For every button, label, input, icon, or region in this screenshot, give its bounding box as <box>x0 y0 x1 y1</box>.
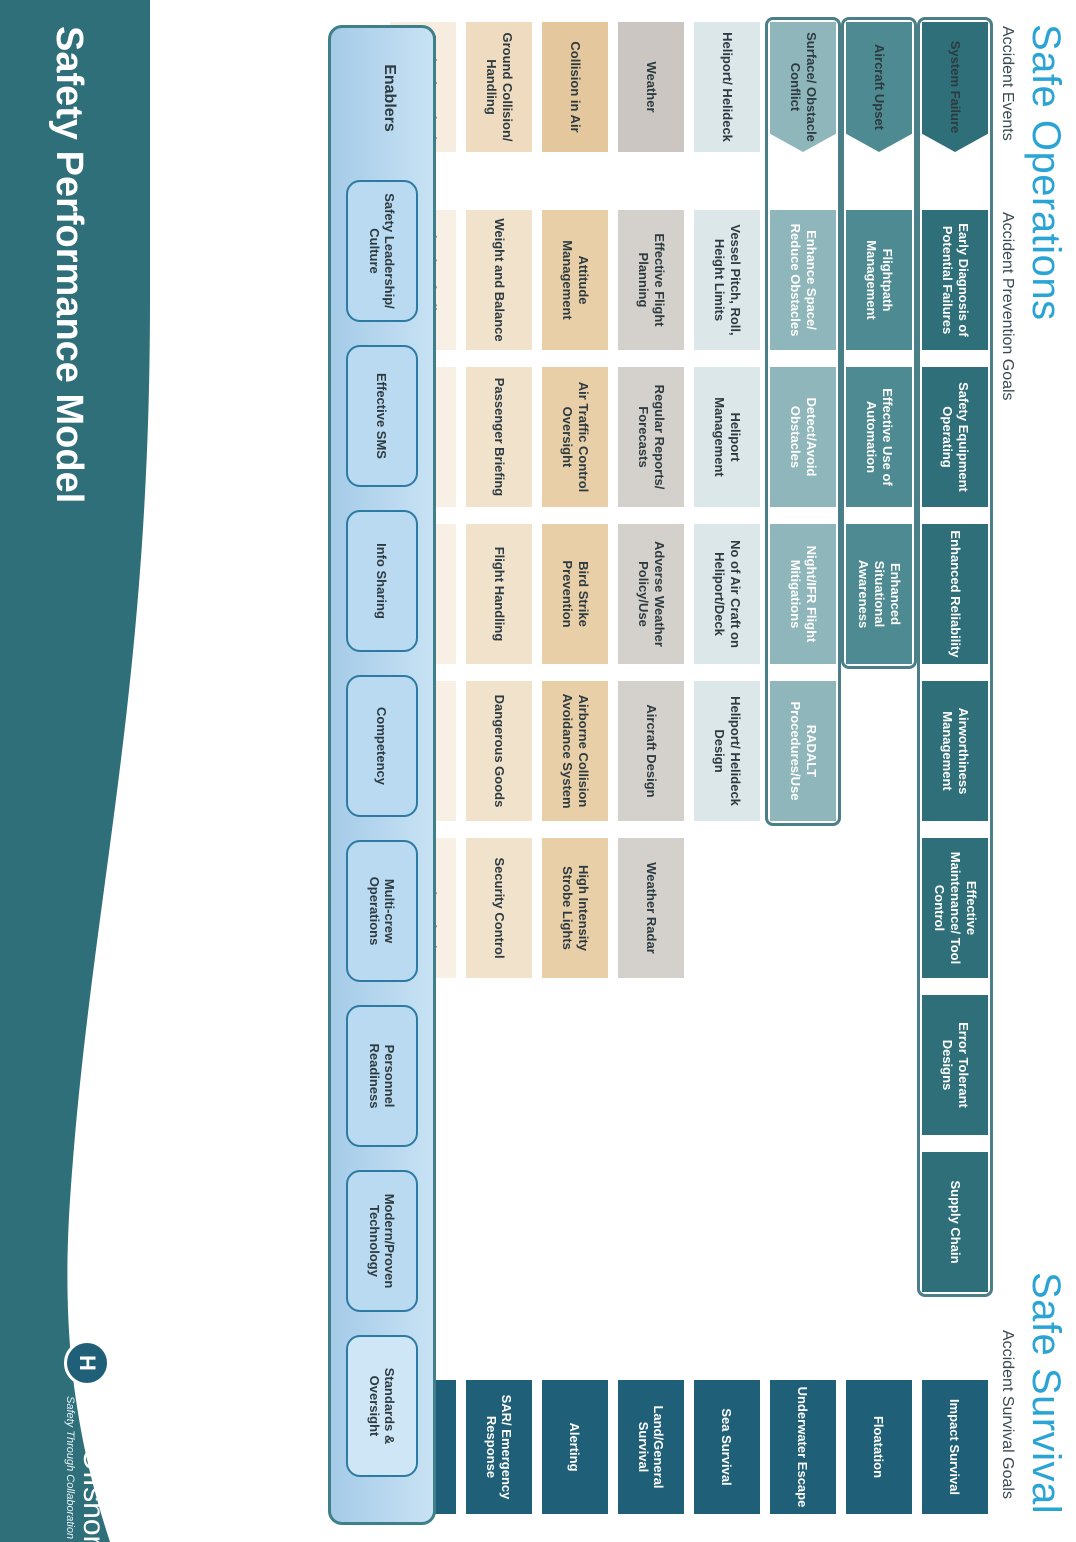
accident-events-heading: Accident Events <box>999 26 1016 141</box>
enabler-pill: Standards & Oversight <box>346 1335 418 1477</box>
enabler-pill: Competency <box>346 675 418 817</box>
prevention-goal-cell: Vessel Pitch, Roll, Height Limits <box>694 210 760 350</box>
prevention-goal-cell: Security Control <box>466 838 532 978</box>
enabler-pill: Safety Leadership/ Culture <box>346 180 418 322</box>
enablers-label: Enablers <box>381 64 398 132</box>
prevention-goal-cell: Airborne Collision Avoidance System <box>542 681 608 821</box>
enabler-pill: Info Sharing <box>346 510 418 652</box>
row-outline <box>765 17 841 826</box>
prevention-goal-cell: Aircraft Design <box>618 681 684 821</box>
prevention-goal-cell: Heliport Management <box>694 367 760 507</box>
enabler-pill: Effective SMS <box>346 345 418 487</box>
prevention-goals-heading: Accident Prevention Goals <box>999 212 1016 401</box>
brand-tagline: Safety Through Collaboration <box>64 1396 76 1540</box>
helioffshore-logo-icon: H <box>64 1340 110 1386</box>
footer-banner: Safety Performance Model H HeliOffshore … <box>0 0 150 1542</box>
enabler-pill: Modern/Proven Technology <box>346 1170 418 1312</box>
survival-goal-cell: Alerting <box>542 1380 608 1514</box>
survival-goal-cell: SAR/ Emergency Response <box>466 1380 532 1514</box>
prevention-goal-cell: Passenger Briefing <box>466 367 532 507</box>
prevention-goal-cell: Dangerous Goods <box>466 681 532 821</box>
safe-operations-title: Safe Operations <box>1024 24 1068 321</box>
prevention-goal-cell: Adverse Weather Policy/Use <box>618 524 684 664</box>
prevention-goal-cell: Flight Handling <box>466 524 532 664</box>
accident-event-cell: Heliport/ Helideck <box>694 22 760 152</box>
prevention-goal-cell: Heliport/ Helideck Design <box>694 681 760 821</box>
row-outline <box>841 17 917 669</box>
safe-survival-title: Safe Survival <box>1024 1272 1068 1515</box>
row-outline <box>917 17 993 1297</box>
accident-event-cell: Collision in Air <box>542 22 608 152</box>
prevention-goal-cell: Bird Strike Prevention <box>542 524 608 664</box>
prevention-goal-cell: High Intensity Strobe Lights <box>542 838 608 978</box>
brand-name: HeliOffshore <box>77 1396 110 1542</box>
enabler-pill: Multi-crew Operations <box>346 840 418 982</box>
survival-goals-heading: Accident Survival Goals <box>999 1330 1016 1499</box>
survival-goal-cell: Floatation <box>846 1380 912 1514</box>
enabler-pill: Personnel Readiness <box>346 1005 418 1147</box>
brand-block: H HeliOffshore Safety Through Collaborat… <box>64 1340 110 1542</box>
wave-banner-shape <box>0 0 150 1542</box>
prevention-goal-cell: Air Traffic Control Oversight <box>542 367 608 507</box>
survival-goal-cell: Land/General Survival <box>618 1380 684 1514</box>
survival-goal-cell: Sea Survival <box>694 1380 760 1514</box>
prevention-goal-cell: Weight and Balance <box>466 210 532 350</box>
prevention-goal-cell: Attitude Management <box>542 210 608 350</box>
survival-goal-cell: Impact Survival <box>922 1380 988 1514</box>
prevention-goal-cell: No of Air Craft on Heliport/Deck <box>694 524 760 664</box>
model-title: Safety Performance Model <box>48 26 90 504</box>
accident-event-cell: Ground Collision/ Handling <box>466 22 532 152</box>
prevention-goal-cell: Regular Reports/ Forecasts <box>618 367 684 507</box>
accident-event-cell: Weather <box>618 22 684 152</box>
prevention-goal-cell: Effective Flight Planning <box>618 210 684 350</box>
prevention-goal-cell: Weather Radar <box>618 838 684 978</box>
survival-goal-cell: Underwater Escape <box>770 1380 836 1514</box>
